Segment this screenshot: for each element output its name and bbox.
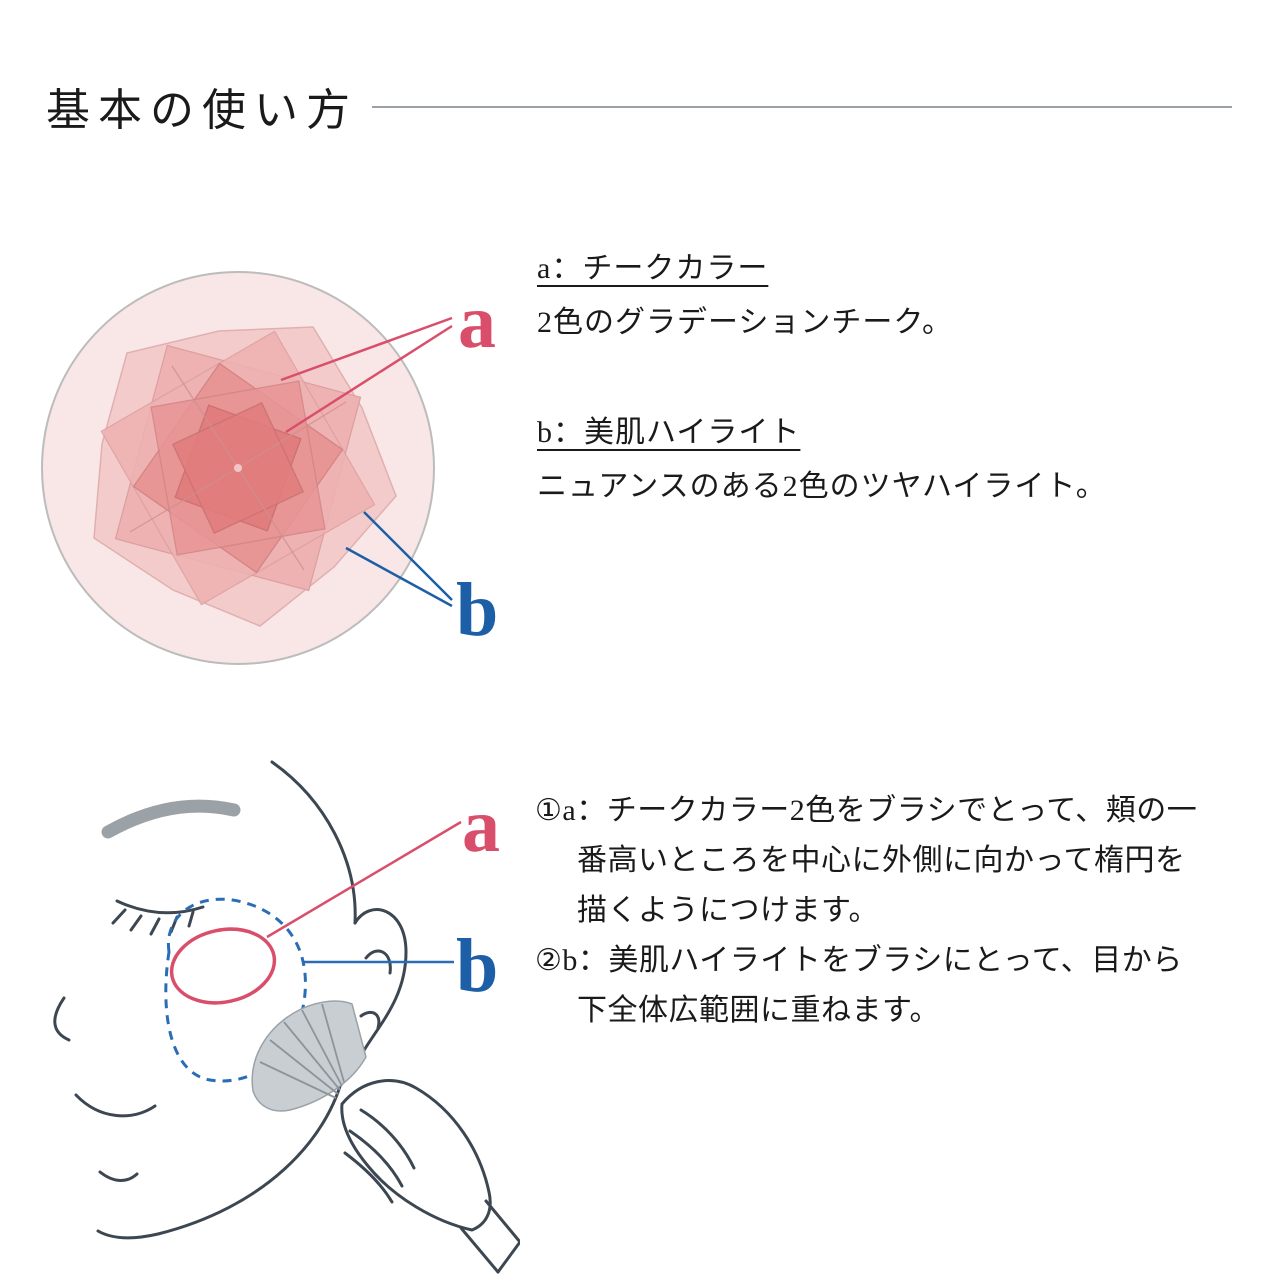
pointer-lines-a (280, 316, 453, 434)
head-outline (270, 760, 357, 925)
hand (340, 1079, 492, 1232)
face-application-illustration (53, 760, 520, 1274)
cheek-color-ellipse (169, 927, 277, 1005)
cheek-color-description: 2色のグラデーションチーク。 (537, 306, 953, 339)
nose (53, 996, 71, 1042)
usage-steps: ①a：チークカラー2色をブラシでとって、頬の一番高いところを中心に外側に向かって… (535, 786, 1203, 1036)
label-a-face: a (462, 784, 500, 868)
label-b-compact: b (456, 568, 499, 652)
chin-crease (98, 1170, 139, 1182)
brush-bristles (251, 1000, 367, 1112)
eyebrow (101, 799, 241, 839)
jaw-line (96, 1070, 346, 1240)
highlight-heading: b：美肌ハイライト (537, 416, 801, 449)
mouth (74, 1093, 157, 1118)
usage-step-1: ①a：チークカラー2色をブラシでとって、頬の一番高いところを中心に外側に向かって… (535, 794, 1198, 927)
powder-center-dot (234, 464, 242, 472)
highlight-description: ニュアンスのある2色のツヤハイライト。 (537, 470, 1107, 503)
pointer-lines-b (345, 511, 453, 608)
usage-step-2: ②b：美肌ハイライトをブラシにとって、目から下全体広範囲に重ねます。 (535, 944, 1183, 1027)
cheek-color-heading: a：チークカラー (537, 252, 769, 285)
brush-handle (459, 1199, 520, 1274)
label-b-face: b (456, 924, 499, 1008)
label-a-compact: a (458, 280, 496, 364)
pointer-line-a (266, 820, 462, 939)
page-title: 基本の使い方 (46, 86, 358, 135)
blush-compact-illustration (41, 271, 453, 665)
title-divider (372, 106, 1232, 108)
powder-swirl-lines (129, 365, 347, 571)
